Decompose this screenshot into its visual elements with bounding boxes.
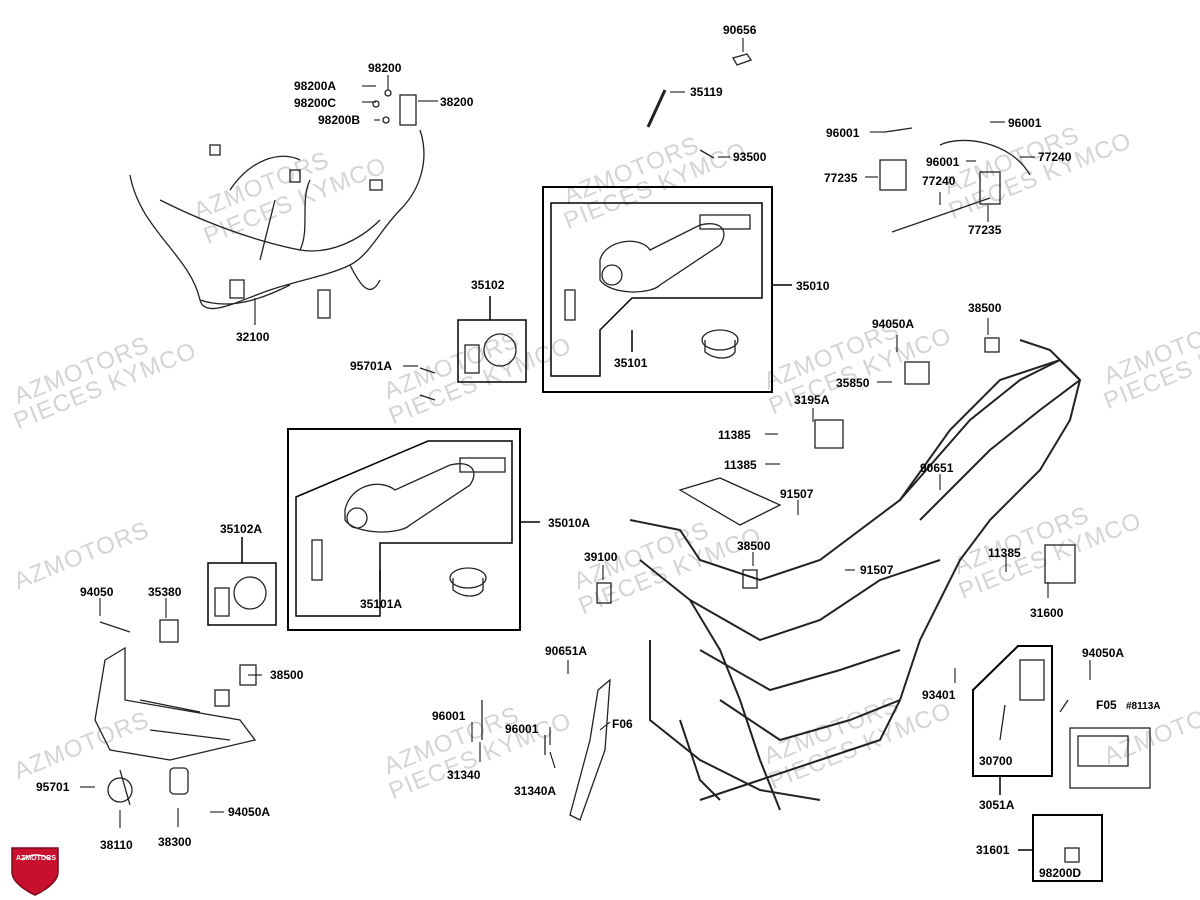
front-bracket: [94, 646, 257, 806]
part-label-94050A[interactable]: 94050A: [1082, 646, 1125, 660]
part-label-96001[interactable]: 96001: [926, 155, 960, 169]
group-box-98200D: [1032, 814, 1103, 882]
part-label-32100[interactable]: 32100: [236, 330, 270, 344]
group-box-30700: [972, 645, 1053, 777]
group-box-35102: [457, 319, 527, 383]
part-label-35010A[interactable]: 35010A: [548, 516, 591, 530]
part-label-31340A[interactable]: 31340A: [514, 784, 557, 798]
part-label-38500[interactable]: 38500: [737, 539, 771, 553]
part-label-98200D[interactable]: 98200D: [1039, 866, 1082, 880]
cap-35102A: [233, 576, 267, 610]
part-label-90651A[interactable]: 90651A: [545, 644, 588, 658]
group-box-35010: [542, 186, 773, 393]
part-label-31340[interactable]: 31340: [447, 768, 481, 782]
part-label-93500[interactable]: 93500: [733, 150, 767, 164]
cap-35101A: [449, 567, 487, 589]
part-label-11385[interactable]: 11385: [724, 458, 757, 472]
part-label-98200[interactable]: 98200: [368, 61, 402, 75]
part-label-38300[interactable]: 38300: [158, 835, 192, 849]
brand-logo: [11, 847, 59, 896]
part-label-77240[interactable]: 77240: [1038, 150, 1072, 164]
part-label-35119[interactable]: 35119: [690, 85, 723, 99]
clip-90656: [732, 53, 753, 66]
part-label-77235[interactable]: 77235: [824, 171, 858, 185]
part-label-8113A: #8113A: [1126, 701, 1161, 712]
plate-11385: [678, 477, 782, 526]
part-label-96001[interactable]: 96001: [826, 126, 860, 140]
part-label-38500[interactable]: 38500: [270, 668, 304, 682]
rod-35119: [646, 89, 667, 128]
part-label-35102[interactable]: 35102: [471, 278, 505, 292]
part-label-98200A[interactable]: 98200A: [294, 79, 337, 93]
part-label-30700[interactable]: 30700: [979, 754, 1013, 768]
part-label-94050A[interactable]: 94050A: [228, 805, 271, 819]
part-label-31600[interactable]: 31600: [1030, 606, 1064, 620]
part-label-90656[interactable]: 90656: [723, 23, 757, 37]
part-label-77235[interactable]: 77235: [968, 223, 1002, 237]
part-label-93401[interactable]: 93401: [922, 688, 956, 702]
part-label-38500[interactable]: 38500: [968, 301, 1002, 315]
part-label-3195A[interactable]: 3195A: [794, 393, 830, 407]
part-label-98200B[interactable]: 98200B: [318, 113, 361, 127]
part-label-35101[interactable]: 35101: [614, 356, 648, 370]
part-label-96001[interactable]: 96001: [432, 709, 466, 723]
part-label-77240[interactable]: 77240: [922, 174, 956, 188]
ignition-switch-35101A: [344, 463, 475, 533]
part-label-3051A[interactable]: 3051A: [979, 798, 1015, 812]
part-label-38110[interactable]: 38110: [100, 838, 133, 852]
part-label-35850[interactable]: 35850: [836, 376, 870, 390]
part-label-39100[interactable]: 39100: [584, 550, 618, 564]
cap-35101: [701, 329, 739, 351]
latch-77235-right: [979, 171, 1001, 205]
part-label-11385[interactable]: 11385: [718, 428, 751, 442]
latch-77235-left: [879, 159, 907, 191]
part-label-98200C[interactable]: 98200C: [294, 96, 337, 110]
part-label-F05[interactable]: F05: [1096, 698, 1117, 712]
part-label-95701A[interactable]: 95701A: [350, 359, 393, 373]
part-label-91507[interactable]: 91507: [860, 563, 894, 577]
regulator-31600: [1044, 544, 1076, 584]
part-label-95701[interactable]: 95701: [36, 780, 70, 794]
coil-30700: [1019, 659, 1045, 701]
ecu-F05: [1069, 727, 1151, 789]
part-label-96001[interactable]: 96001: [1008, 116, 1042, 130]
group-box-35101A: [295, 440, 513, 617]
part-label-F06[interactable]: F06: [612, 717, 633, 731]
part-label-94050A[interactable]: 94050A: [872, 317, 915, 331]
part-label-31601[interactable]: 31601: [976, 843, 1010, 857]
part-label-91507[interactable]: 91507: [780, 487, 814, 501]
part-label-35101A[interactable]: 35101A: [360, 597, 403, 611]
part-label-11385[interactable]: 11385: [988, 546, 1021, 560]
part-label-90651[interactable]: 90651: [920, 461, 954, 475]
part-label-35102A[interactable]: 35102A: [220, 522, 263, 536]
wiring-harness-32100: [129, 129, 425, 310]
group-box-35010A: [287, 428, 521, 631]
main-frame: [629, 339, 1082, 811]
part-label-35010[interactable]: 35010: [796, 279, 830, 293]
part-label-38200[interactable]: 38200: [440, 95, 474, 109]
part-label-94050[interactable]: 94050: [80, 585, 114, 599]
tube-F06: [569, 678, 611, 821]
brand-logo-text: AZMOTORS: [16, 855, 56, 862]
horn-38110: [107, 777, 133, 803]
relay-38200: [399, 94, 417, 126]
part-label-35380[interactable]: 35380: [148, 585, 182, 599]
group-box-35101: [550, 202, 763, 377]
cap-35102: [483, 333, 517, 367]
part-38300: [169, 767, 189, 795]
part-label-96001[interactable]: 96001: [505, 722, 539, 736]
